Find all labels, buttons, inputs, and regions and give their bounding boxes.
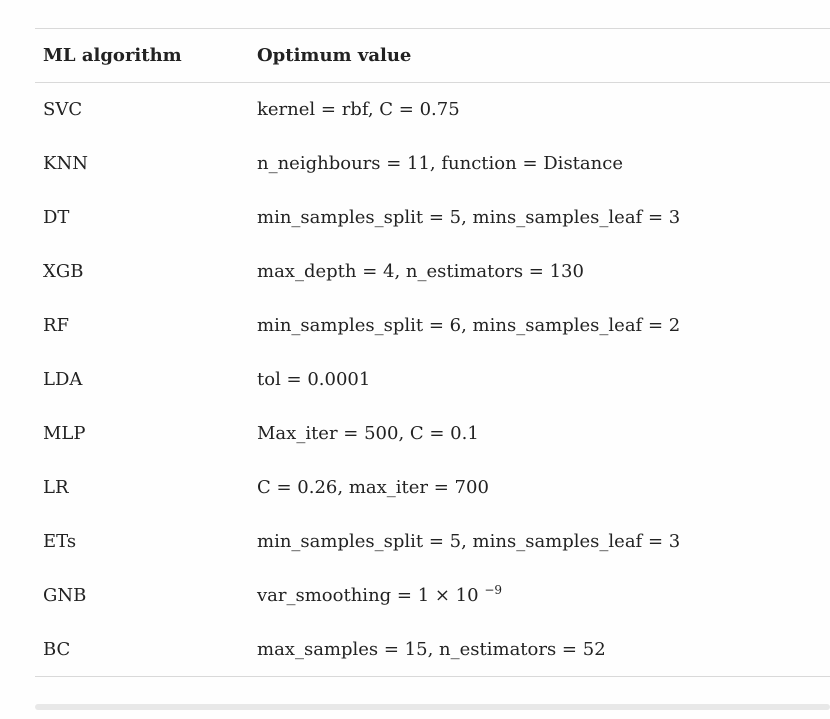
optimum-values-table-container: ML algorithm Optimum value SVC kernel = … bbox=[35, 28, 830, 677]
algorithm-cell: XGB bbox=[43, 261, 84, 282]
algorithm-cell: ETs bbox=[43, 531, 77, 552]
optimum-value-cell: Max_iter = 500, C = 0.1 bbox=[249, 407, 830, 461]
table-row: XGB max_depth = 4, n_estimators = 130 bbox=[35, 245, 830, 299]
optimum-value-text: var_smoothing = 1 × 10 bbox=[257, 585, 479, 606]
algorithm-cell: LDA bbox=[43, 369, 83, 390]
table-body: SVC kernel = rbf, C = 0.75 KNN n_neighbo… bbox=[35, 83, 830, 677]
table-row: GNB var_smoothing = 1 × 10 −9 bbox=[35, 569, 830, 623]
optimum-value-text: max_samples = 15, n_estimators = 52 bbox=[257, 638, 606, 660]
optimum-value-cell: max_samples = 15, n_estimators = 52 bbox=[249, 623, 830, 677]
horizontal-scrollbar[interactable] bbox=[35, 704, 830, 710]
algorithm-cell: LR bbox=[43, 477, 69, 498]
optimum-value-text: max_depth = 4, n_estimators = 130 bbox=[257, 261, 584, 282]
table-row: SVC kernel = rbf, C = 0.75 bbox=[35, 83, 830, 137]
value-exponent: −9 bbox=[484, 583, 503, 597]
optimum-value-cell: max_depth = 4, n_estimators = 130 bbox=[249, 245, 830, 299]
optimum-values-table: ML algorithm Optimum value SVC kernel = … bbox=[35, 28, 830, 677]
optimum-value-text: min_samples_split = 5, mins_samples_leaf… bbox=[257, 531, 681, 552]
optimum-value-text: n_neighbours = 11, function = Distance bbox=[257, 153, 623, 174]
optimum-value-text: min_samples_split = 6, mins_samples_leaf… bbox=[257, 315, 681, 336]
optimum-value-text: tol = 0.0001 bbox=[257, 369, 371, 390]
algorithm-cell: SVC bbox=[43, 99, 83, 121]
header-optimum-value: Optimum value bbox=[257, 45, 412, 66]
optimum-value-text: Max_iter = 500, C = 0.1 bbox=[257, 423, 479, 444]
optimum-value-cell: tol = 0.0001 bbox=[249, 353, 830, 407]
table-row: MLP Max_iter = 500, C = 0.1 bbox=[35, 407, 830, 461]
optimum-value-cell: C = 0.26, max_iter = 700 bbox=[249, 461, 830, 515]
optimum-value-cell: n_neighbours = 11, function = Distance bbox=[249, 137, 830, 191]
table-header: ML algorithm Optimum value bbox=[35, 29, 830, 83]
optimum-value-cell: min_samples_split = 6, mins_samples_leaf… bbox=[249, 299, 830, 353]
algorithm-cell: DT bbox=[43, 207, 70, 228]
optimum-value-text: kernel = rbf, C = 0.75 bbox=[257, 99, 460, 121]
algorithm-cell: RF bbox=[43, 315, 70, 336]
table-row: LR C = 0.26, max_iter = 700 bbox=[35, 461, 830, 515]
algorithm-cell: GNB bbox=[43, 585, 87, 606]
algorithm-cell: BC bbox=[43, 638, 71, 660]
table-row: KNN n_neighbours = 11, function = Distan… bbox=[35, 137, 830, 191]
optimum-value-cell: kernel = rbf, C = 0.75 bbox=[249, 83, 830, 137]
header-ml-algorithm: ML algorithm bbox=[43, 45, 182, 66]
optimum-value-cell: min_samples_split = 5, mins_samples_leaf… bbox=[249, 515, 830, 569]
table-row: BC max_samples = 15, n_estimators = 52 bbox=[35, 623, 830, 677]
optimum-value-text: C = 0.26, max_iter = 700 bbox=[257, 477, 489, 498]
optimum-value-text: min_samples_split = 5, mins_samples_leaf… bbox=[257, 207, 681, 228]
optimum-value-cell: var_smoothing = 1 × 10 −9 bbox=[249, 569, 830, 623]
optimum-value-cell: min_samples_split = 5, mins_samples_leaf… bbox=[249, 191, 830, 245]
header-row: ML algorithm Optimum value bbox=[35, 29, 830, 83]
table-row: LDA tol = 0.0001 bbox=[35, 353, 830, 407]
table-row: DT min_samples_split = 5, mins_samples_l… bbox=[35, 191, 830, 245]
table-row: RF min_samples_split = 6, mins_samples_l… bbox=[35, 299, 830, 353]
algorithm-cell: MLP bbox=[43, 423, 86, 444]
table-row: ETs min_samples_split = 5, mins_samples_… bbox=[35, 515, 830, 569]
algorithm-cell: KNN bbox=[43, 153, 88, 174]
